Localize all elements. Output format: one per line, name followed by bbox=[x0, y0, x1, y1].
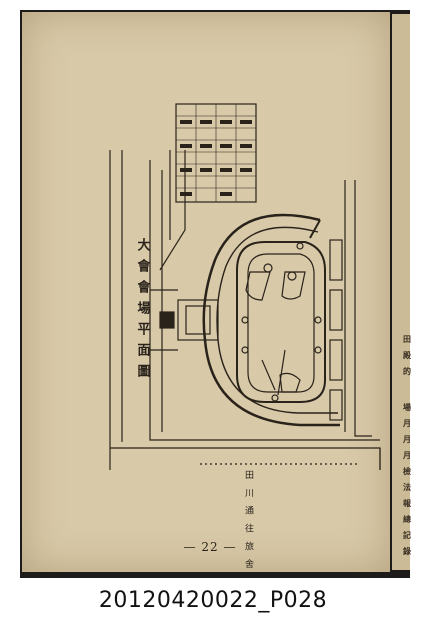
inner-stand bbox=[279, 372, 301, 393]
right-boundary-2 bbox=[354, 180, 372, 437]
inner-course-2 bbox=[247, 253, 315, 393]
margin-char: 田 bbox=[403, 334, 411, 344]
page-number: — 22 — bbox=[183, 540, 237, 554]
grandstand-3 bbox=[329, 339, 343, 381]
margin-char: 法 bbox=[403, 482, 411, 492]
table-cells bbox=[180, 120, 252, 196]
margin-char: 錄 bbox=[403, 546, 411, 556]
margin-char: 檢 bbox=[403, 466, 411, 476]
margin-char: 月 bbox=[403, 434, 411, 444]
gate-inner bbox=[185, 305, 211, 335]
fan-stand-left bbox=[245, 271, 271, 301]
gate-booth bbox=[159, 311, 175, 329]
margin-char: 月 bbox=[403, 450, 411, 460]
margin-char: 總 bbox=[403, 514, 411, 524]
grandstand-2 bbox=[329, 289, 343, 331]
marker-circle bbox=[287, 271, 297, 281]
boundary-road-outer bbox=[149, 160, 380, 441]
grandstand-4 bbox=[329, 389, 343, 421]
outer-track-inner bbox=[216, 226, 338, 414]
margin-char: 報 bbox=[403, 498, 411, 508]
track-end bbox=[309, 219, 321, 239]
inner-course bbox=[236, 241, 326, 403]
next-page-edge bbox=[392, 14, 410, 570]
marker-circle bbox=[263, 263, 273, 273]
margin-char: 記 bbox=[403, 530, 411, 540]
grandstand-1 bbox=[329, 239, 343, 281]
table-grid bbox=[176, 104, 256, 202]
road-ends bbox=[109, 448, 381, 470]
inner-paths bbox=[261, 349, 286, 396]
outer-track bbox=[202, 213, 340, 427]
street-label: 田 川 通 往 旅 舍 bbox=[243, 470, 254, 571]
top-path bbox=[159, 150, 186, 271]
margin-char: 月 bbox=[403, 418, 411, 428]
margin-char: 的 bbox=[403, 366, 411, 376]
image-caption: 20120420022_P028 bbox=[98, 588, 328, 613]
margin-char: 場 bbox=[403, 402, 411, 412]
fan-stand-right bbox=[281, 271, 306, 300]
entrance-gate bbox=[177, 299, 219, 341]
map-title: 大會會場平面圖 bbox=[135, 237, 151, 385]
gate-walls bbox=[150, 289, 178, 351]
track-markers bbox=[241, 242, 322, 402]
margin-char: 殿 bbox=[403, 350, 411, 360]
